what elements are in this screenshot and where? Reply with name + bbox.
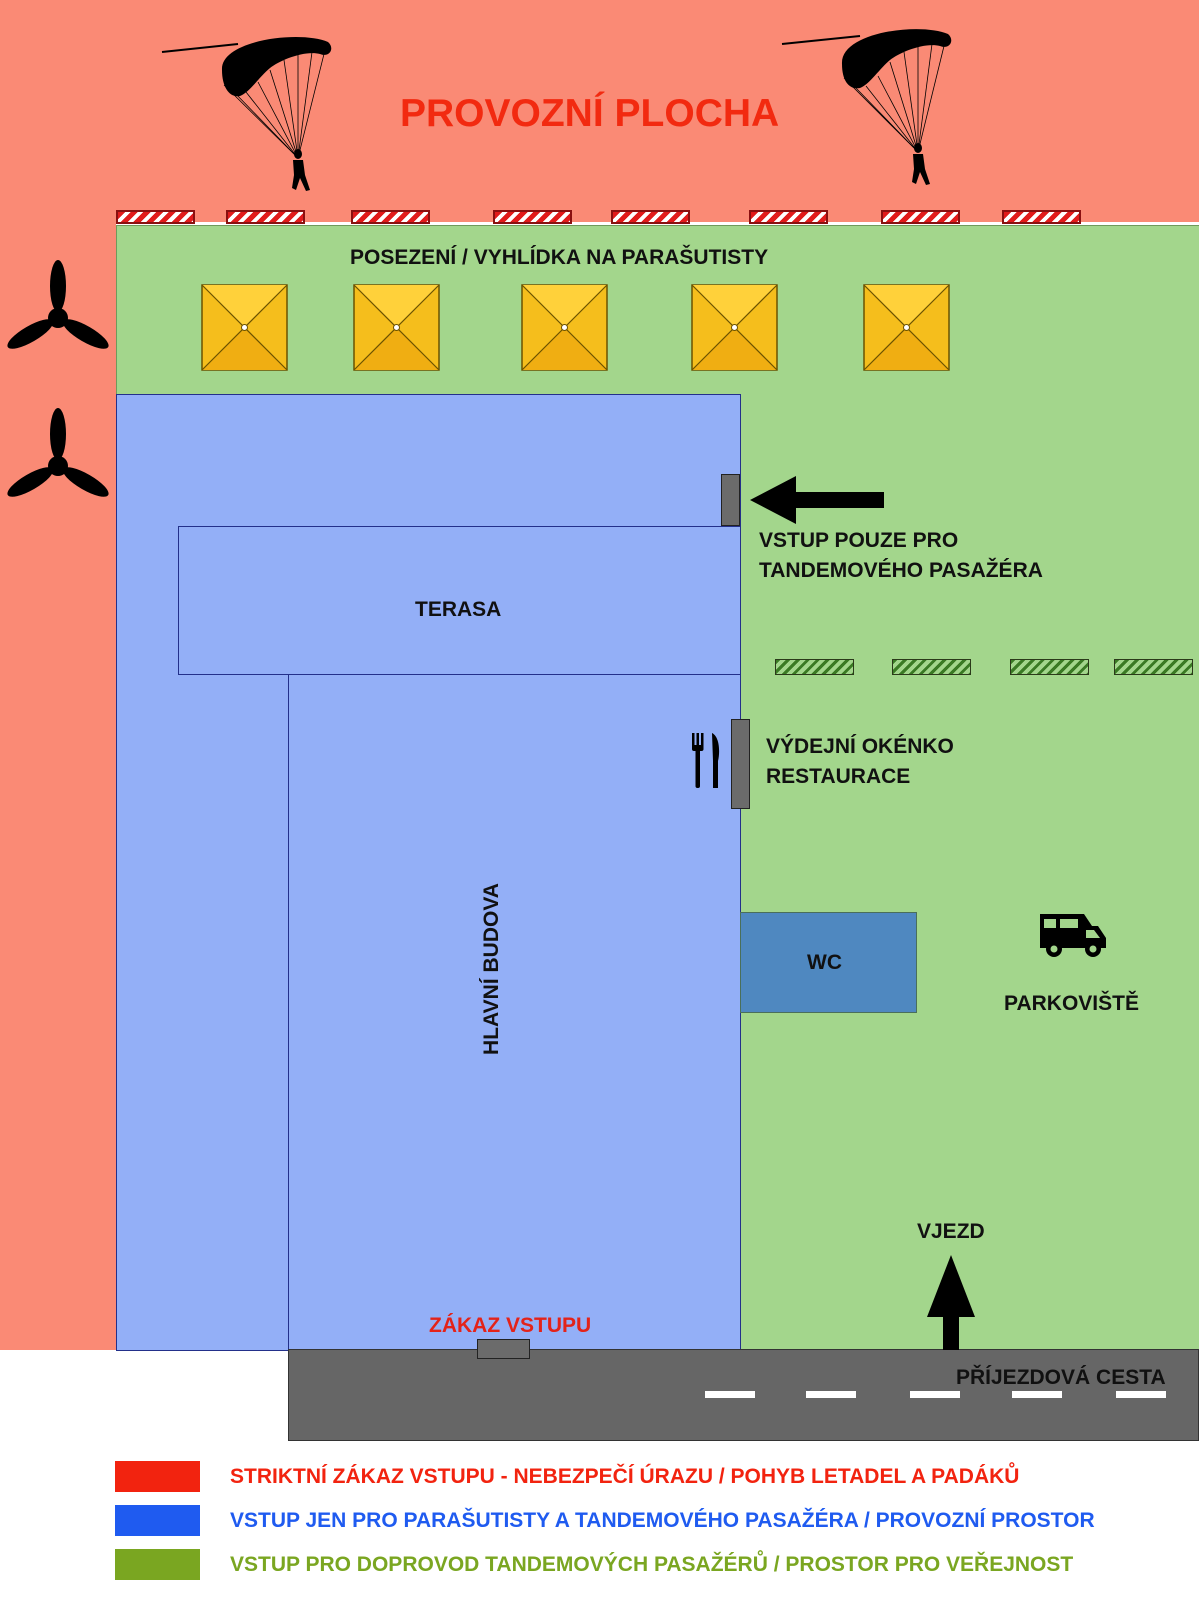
seating-label: POSEZENÍ / VYHLÍDKA NA PARAŠUTISTY xyxy=(350,246,769,269)
road-marking xyxy=(1116,1391,1166,1398)
propeller-icon xyxy=(7,408,109,497)
arrow-icon xyxy=(927,1255,975,1350)
legend-swatch-green xyxy=(115,1549,200,1580)
food-window-label-line2: RESTAURACE xyxy=(766,765,911,788)
terrace xyxy=(178,526,741,675)
wc-block xyxy=(740,912,917,1013)
legend-text-green: VSTUP PRO DOPROVOD TANDEMOVÝCH PASAŽÉRŮ … xyxy=(230,1553,1074,1576)
legend-swatch-red xyxy=(115,1461,200,1492)
barrier xyxy=(881,210,960,224)
barrier xyxy=(749,210,828,224)
fork-knife-icon xyxy=(692,733,720,788)
parking-label: PARKOVIŠTĚ xyxy=(1004,992,1139,1015)
parasol-icon xyxy=(691,284,778,371)
operating-area-left xyxy=(0,222,116,1350)
legend-text-blue: VSTUP JEN PRO PARAŠUTISTY A TANDEMOVÉHO … xyxy=(230,1509,1095,1532)
fence-segment xyxy=(892,659,971,675)
operating-area-title: PROVOZNÍ PLOCHA xyxy=(400,92,780,135)
barrier xyxy=(116,210,195,224)
barrier xyxy=(1002,210,1081,224)
arrow-icon xyxy=(750,476,884,524)
tandem-entry-door xyxy=(721,474,740,526)
road-marking xyxy=(1012,1391,1062,1398)
no-entry-label: ZÁKAZ VSTUPU xyxy=(429,1314,592,1337)
fence-segment xyxy=(1114,659,1193,675)
tandem-entry-label-line1: VSTUP POUZE PRO xyxy=(759,529,959,552)
entrance-label: VJEZD xyxy=(917,1220,985,1243)
parachute-skydiver-icon xyxy=(781,29,952,185)
parasol-icon xyxy=(201,284,288,371)
propeller-icon xyxy=(7,260,109,349)
main-building-label: HLAVNÍ BUDOVA xyxy=(480,883,503,1055)
legend-swatch-blue xyxy=(115,1505,200,1536)
wc-label: WC xyxy=(807,951,842,974)
road-marking xyxy=(806,1391,856,1398)
fence-segment xyxy=(1010,659,1089,675)
main-building xyxy=(288,674,741,1351)
camper-van-icon xyxy=(1040,914,1106,957)
barrier xyxy=(611,210,690,224)
operating-area-top xyxy=(0,0,1199,222)
fence-segment xyxy=(775,659,854,675)
parasol-icon xyxy=(863,284,950,371)
parachute-skydiver-icon xyxy=(161,37,332,191)
food-window-label-line1: VÝDEJNÍ OKÉNKO xyxy=(766,735,954,758)
terrace-label: TERASA xyxy=(415,598,502,621)
barrier xyxy=(493,210,572,224)
barrier xyxy=(351,210,430,224)
food-window xyxy=(731,719,750,809)
parasol-icon xyxy=(353,284,440,371)
no-entry-door xyxy=(477,1339,530,1359)
road-marking xyxy=(705,1391,755,1398)
access-road-label: PŘÍJEZDOVÁ CESTA xyxy=(956,1366,1166,1389)
parasol-icon xyxy=(521,284,608,371)
barrier xyxy=(226,210,305,224)
legend-text-red: STRIKTNÍ ZÁKAZ VSTUPU - NEBEZPEČÍ ÚRAZU … xyxy=(230,1465,1020,1488)
tandem-entry-label-line2: TANDEMOVÉHO PASAŽÉRA xyxy=(759,559,1043,582)
road-marking xyxy=(910,1391,960,1398)
